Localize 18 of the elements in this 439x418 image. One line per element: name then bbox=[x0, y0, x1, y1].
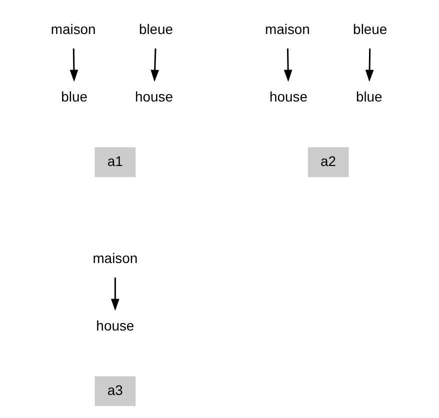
node-text: blue bbox=[60, 88, 88, 105]
node-text: maison bbox=[264, 20, 310, 37]
node-text: maison bbox=[92, 250, 138, 266]
node-box: a3 bbox=[94, 376, 136, 406]
node-text: house bbox=[134, 88, 173, 105]
node-text: bleue bbox=[352, 20, 387, 37]
arrow bbox=[110, 278, 119, 311]
arrow bbox=[364, 48, 374, 82]
node-text: house bbox=[268, 88, 307, 105]
node-text: maison bbox=[50, 20, 96, 37]
arrow bbox=[150, 48, 159, 82]
arrow bbox=[69, 48, 78, 82]
node-box: a2 bbox=[307, 147, 348, 178]
node-text: house bbox=[96, 318, 134, 334]
node-text: blue bbox=[355, 88, 382, 105]
node-box: a1 bbox=[94, 147, 136, 178]
node-text: bleue bbox=[138, 20, 173, 37]
arrow bbox=[283, 48, 292, 82]
